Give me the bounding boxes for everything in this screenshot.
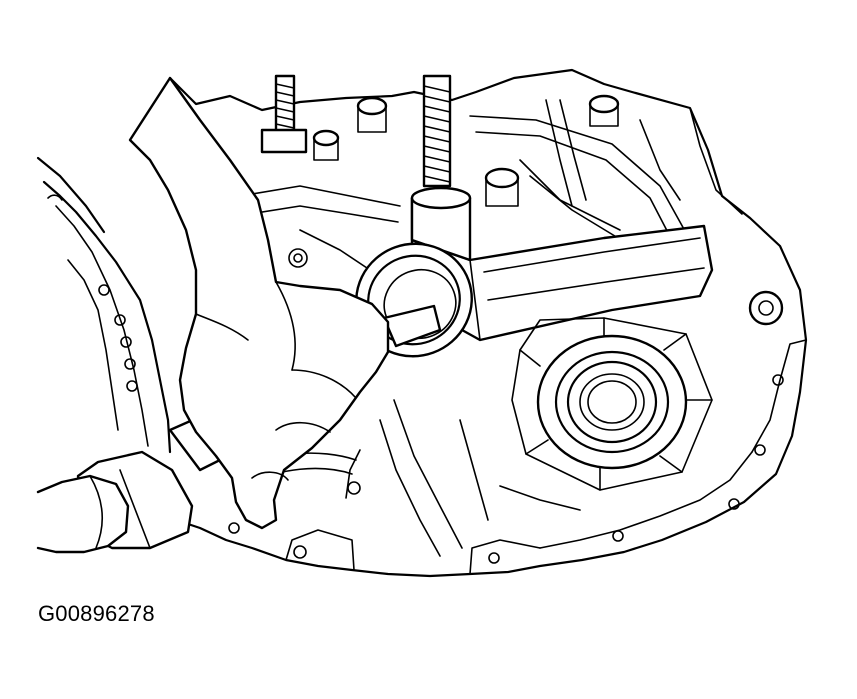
threaded-stud-center (422, 74, 452, 188)
transmission-case (118, 68, 808, 578)
left-housing (42, 180, 172, 454)
threaded-stud-left (260, 74, 308, 154)
flange-bolt-holes (228, 290, 784, 564)
sleeve-edge (36, 156, 106, 234)
gloved-hand (128, 76, 390, 530)
output-bore (511, 317, 713, 491)
case-ribs (239, 99, 691, 271)
second-hand (36, 474, 130, 554)
figure-id-label: G00896278 (38, 601, 155, 626)
case-bosses (312, 94, 620, 207)
